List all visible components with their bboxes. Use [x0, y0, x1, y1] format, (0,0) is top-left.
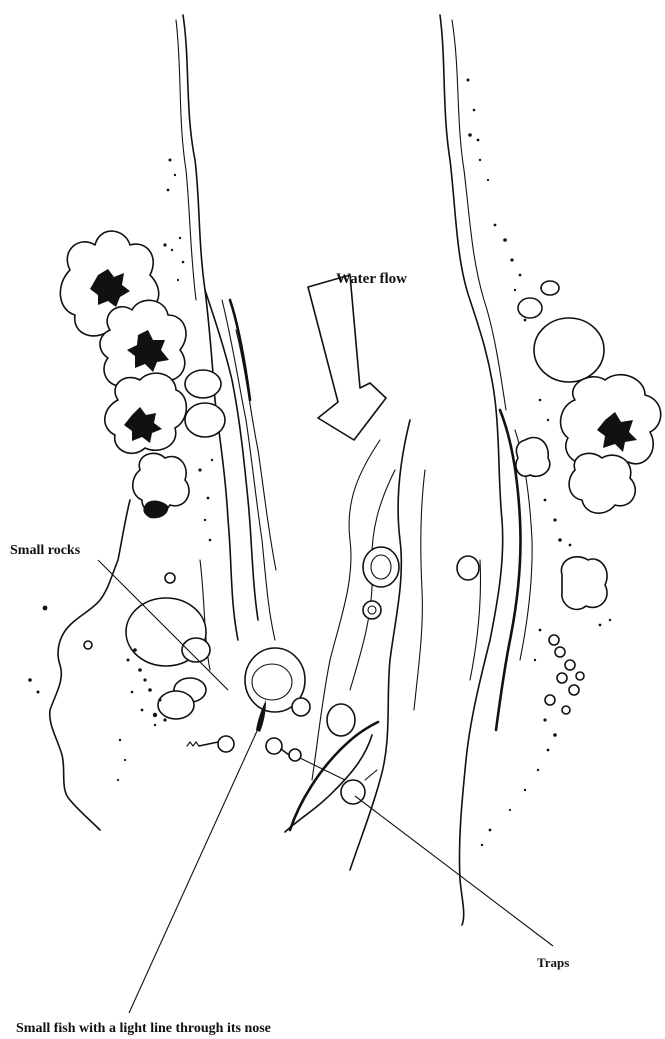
water-flow-arrow [308, 275, 386, 440]
left-bank [176, 15, 276, 670]
left-bushes [60, 231, 189, 518]
label-traps: Traps [537, 955, 569, 970]
label-small-rocks: Small rocks [10, 543, 81, 558]
leader-traps [355, 796, 553, 946]
label-small-fish: Small fish with a light line through its… [16, 1021, 271, 1036]
leader-small-fish [129, 720, 262, 1013]
centre-log [290, 722, 378, 830]
leader-small-rocks [98, 560, 228, 690]
traps [187, 736, 377, 804]
centre-channel [312, 420, 425, 870]
label-water-flow: Water flow [336, 271, 407, 287]
right-bushes [516, 281, 661, 609]
